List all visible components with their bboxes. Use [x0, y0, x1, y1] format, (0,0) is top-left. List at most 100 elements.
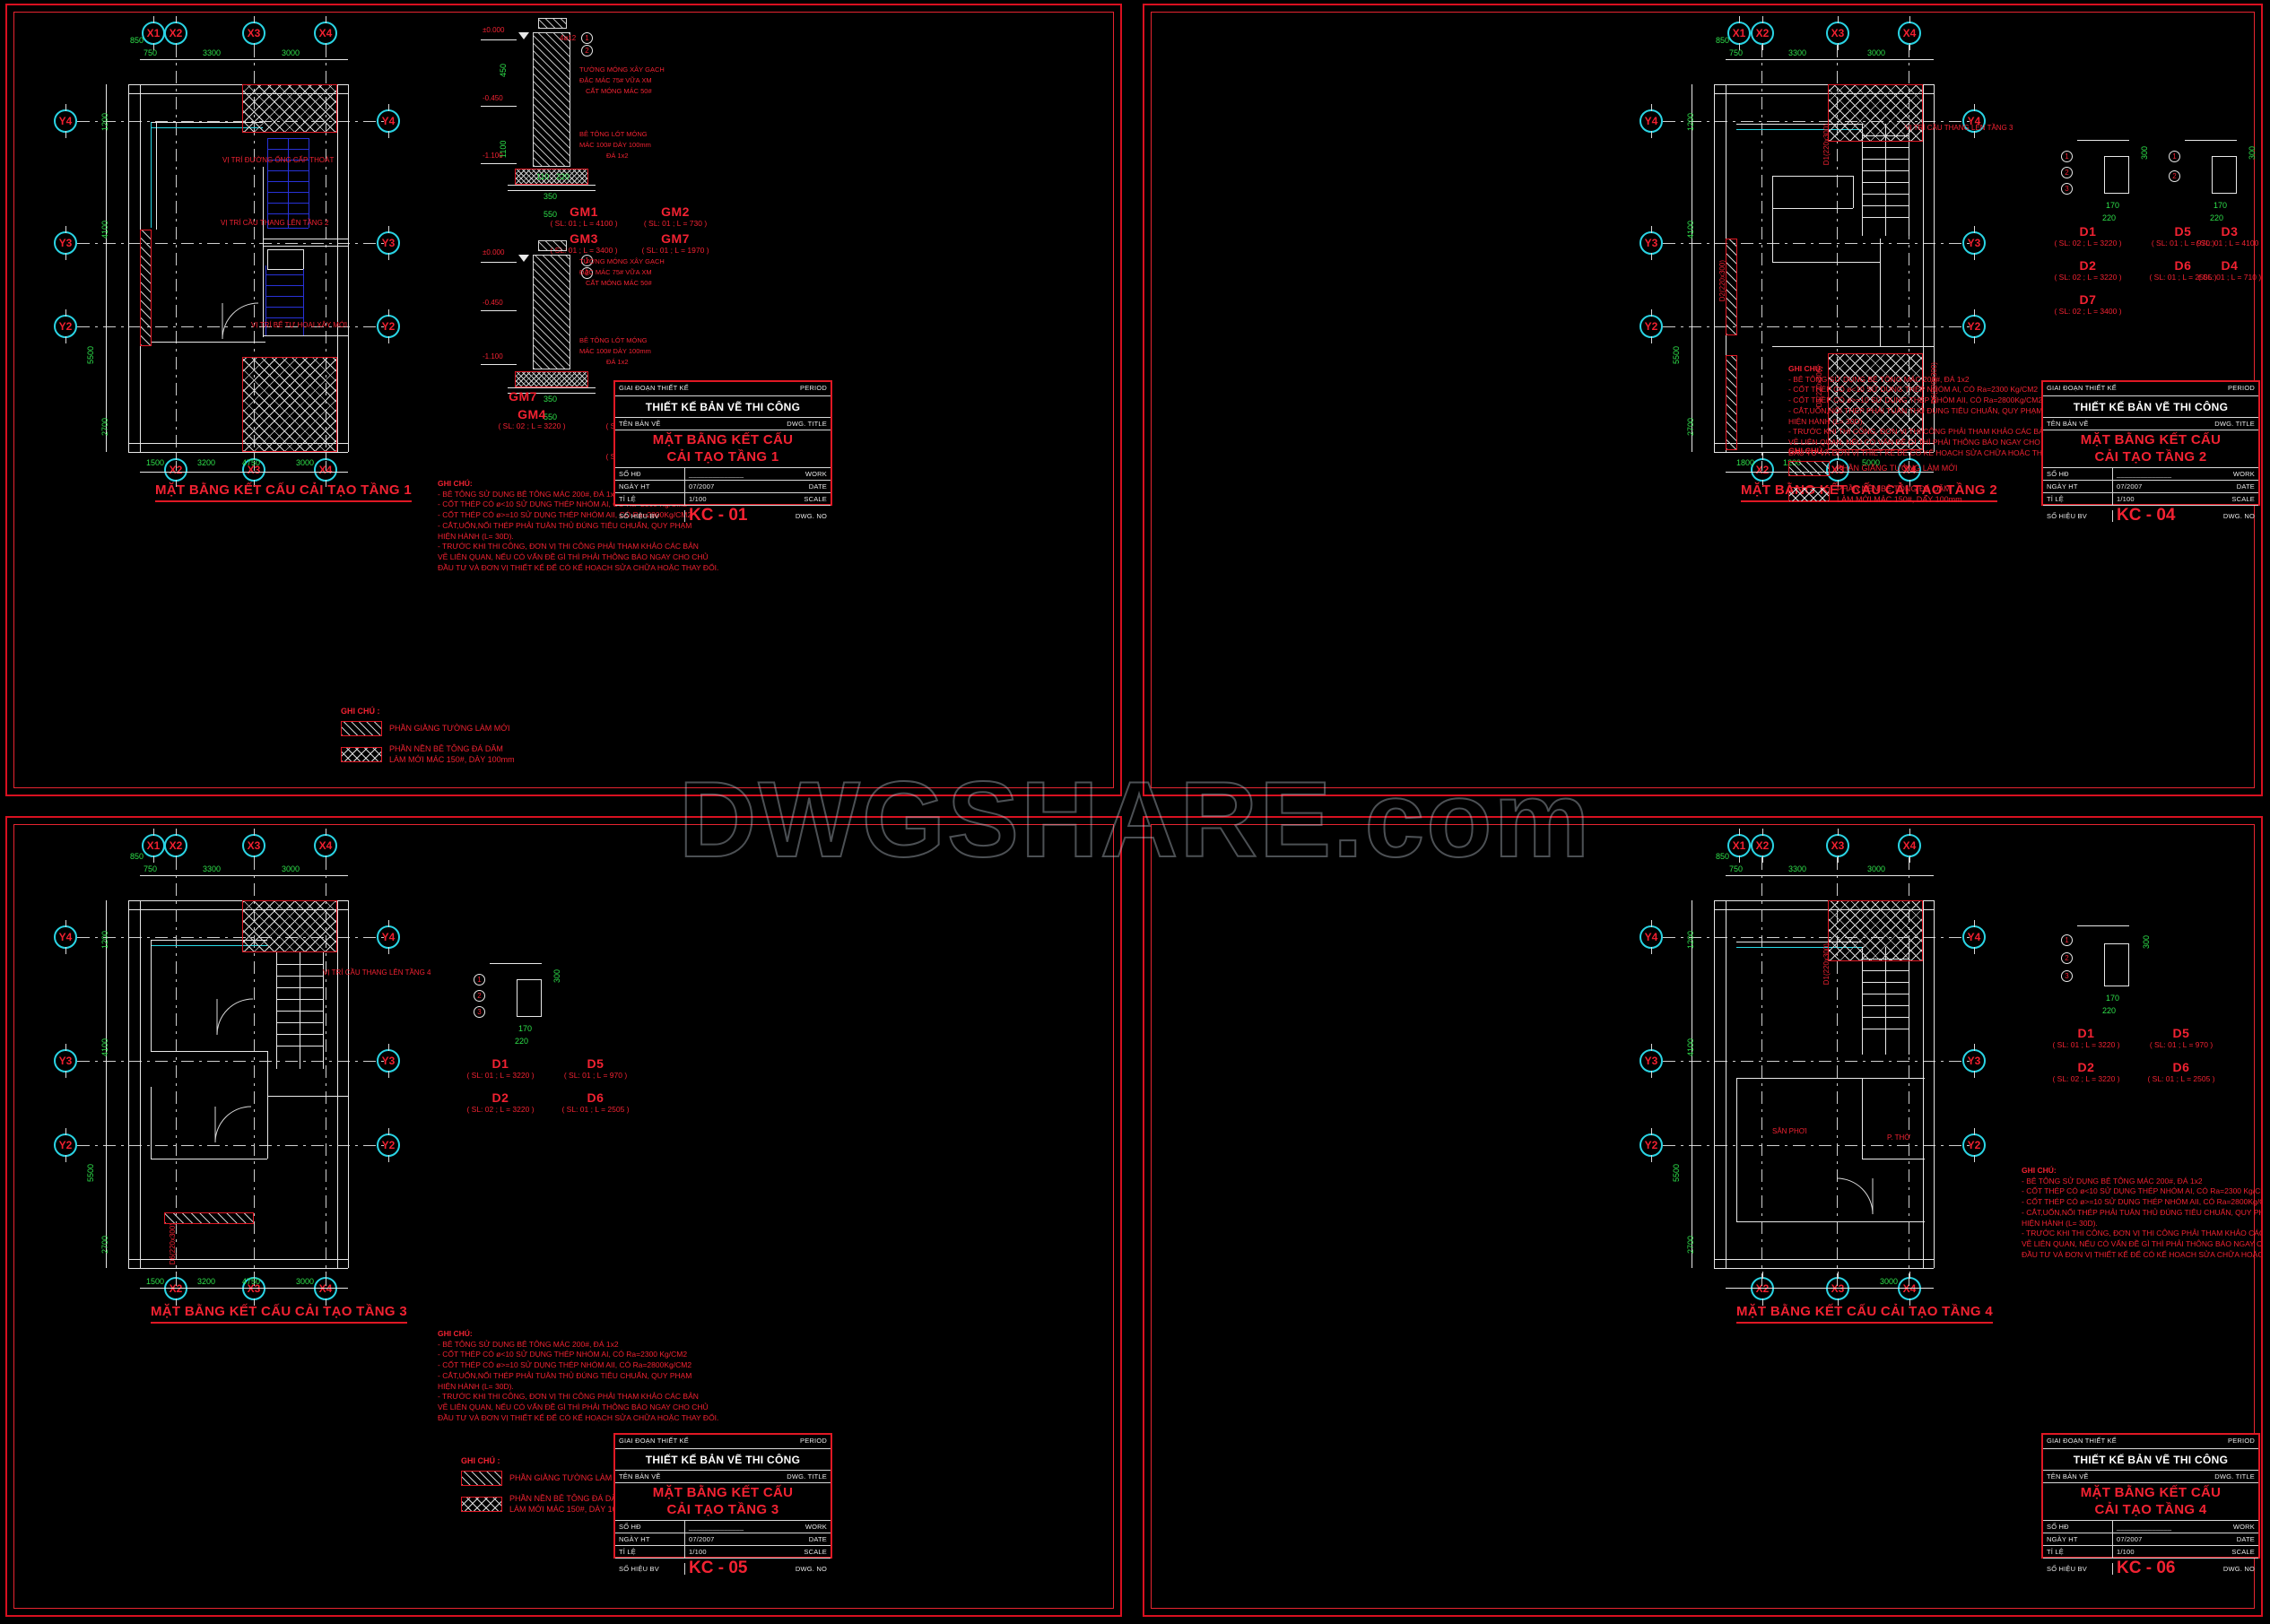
dim-line	[1726, 472, 1934, 473]
beam-name: D7	[2079, 292, 2097, 307]
dim-value: 3300	[1788, 864, 1807, 873]
dim-value: 1200	[1686, 112, 1695, 131]
partition-wall	[151, 940, 152, 1052]
dim-value: 1200	[1686, 930, 1695, 949]
stair-outline	[267, 138, 268, 228]
gridline-y4	[77, 937, 387, 938]
beam-schedule-gm3: GM3 ( SL: 01 ; L = 3400 )	[535, 231, 633, 255]
wall-outline	[128, 84, 348, 85]
beam-name: D1	[2079, 224, 2097, 239]
grid-bubble-y3: Y3	[1639, 226, 1663, 260]
grid-bubble-x3: X3	[1826, 16, 1849, 50]
room-label: VỊ TRÍ ĐƯỜNG ỐNG CẤP THOÁT	[222, 156, 335, 164]
date-label-en: DATE	[808, 482, 827, 491]
gridline-x3	[254, 45, 255, 471]
notes-line: HIỆN HÀNH (L= 30D).	[438, 531, 514, 541]
section-callout: ĐẶC MÁC 75# VỮA XM	[579, 268, 652, 276]
new-concrete-floor-zone	[242, 900, 337, 952]
beam-spec: ( SL: 01 ; L = 970 )	[2149, 1040, 2213, 1049]
diagonal-hatch-swatch-icon	[1788, 461, 1830, 476]
dim-value: 750	[144, 864, 158, 873]
wall-outline	[140, 900, 141, 1268]
notes-line: - CẮT,UỐN,NỐI THÉP PHẢI TUÂN THỦ ĐÚNG TI…	[438, 1370, 692, 1380]
notes-line: - BÊ TÔNG SỬ DỤNG BÊ TÔNG MÁC 200#, ĐÁ 1…	[438, 489, 619, 499]
beam-schedule-gm4: GM7	[474, 389, 572, 404]
contract-label: SỐ HĐ	[2047, 470, 2069, 478]
gridline-x3	[254, 857, 255, 1290]
stair-tread	[265, 307, 303, 308]
gridline-y3	[77, 1061, 387, 1062]
grid-bubble-x2-bottom: X2	[1751, 1272, 1774, 1306]
title-block-2: GIAI ĐOẠN THIẾT KẾ PERIOD THIẾT KẾ BẢN V…	[2041, 380, 2260, 525]
partition-wall	[151, 122, 152, 228]
section-callout: MÁC 100# DÀY 100mm	[579, 141, 651, 149]
dwgno-label: SỐ HIỆU BV	[619, 511, 659, 520]
wall-outline	[128, 1259, 348, 1260]
level-value: ±0.000	[483, 248, 505, 256]
section-dim: 550	[544, 210, 558, 219]
gridline-y4	[1663, 121, 1972, 122]
beam-spec: ( SL: 01 ; L = 1970 )	[641, 246, 709, 255]
dim-line	[106, 900, 107, 1268]
stair-outline	[323, 952, 324, 1069]
legend-heading: GHI CHÚ :	[1788, 447, 1828, 456]
notes-line: - BÊ TÔNG SỬ DỤNG BÊ TÔNG MÁC 200#, ĐÁ 1…	[2022, 1176, 2203, 1185]
legend-block-2: GHI CHÚ : PHẦN GIẰNG TƯỜNG LÀM MỚI PHẦN …	[1788, 447, 1962, 512]
dwg-title-line1: MẶT BẰNG KẾT CẤU	[652, 1484, 794, 1500]
section-callout: CẤT MÓNG MÁC 50#	[586, 87, 652, 95]
dwgno-label: SỐ HIỆU BV	[619, 1564, 659, 1573]
notes-block-2: GHI CHÚ: - BÊ TÔNG SỬ DỤNG BÊ TÔNG MÁC 2…	[1788, 364, 2069, 458]
partition-wall	[151, 1051, 267, 1052]
dim-value: 3300	[203, 48, 222, 57]
legend-item: PHẦN NỀN BÊ TÔNG ĐÁ DĂM LÀM MỚI MÁC 150#…	[1788, 483, 1962, 505]
legend-text: LÀM MỚI MÁC 150#, DÀY 100mm	[389, 755, 515, 765]
date-label-en: DATE	[2236, 482, 2255, 491]
section-dim: 170	[2213, 201, 2228, 210]
dim-value: 1500	[146, 458, 165, 467]
beam-schedule-d1: D1 ( SL: 01 ; L = 3220 )	[454, 1056, 547, 1080]
partition-wall	[263, 167, 264, 337]
gridline-x3	[1837, 45, 1838, 471]
new-wall-beam-strip	[140, 230, 152, 346]
rebar-tag: 4ø12	[560, 34, 577, 42]
dim-value: 3000	[282, 48, 300, 57]
dwg-title-line2: CẢI TẠO TẦNG 4	[2094, 1501, 2207, 1517]
wall-outline	[1714, 900, 1934, 901]
beam-schedule-d4: D4 ( SL: 01 ; L = 710 )	[2183, 258, 2261, 282]
new-wall-beam-strip	[1726, 239, 1737, 335]
beam-schedule-d6: D6 ( SL: 01 ; L = 2505 )	[2135, 1060, 2228, 1083]
dim-value: 850	[130, 36, 144, 45]
dwg-number: KC - 05	[689, 1559, 748, 1577]
door-swing-icon	[222, 302, 259, 340]
phase-label: GIAI ĐOẠN THIẾT KẾ	[619, 1437, 689, 1445]
phase-label-en: PERIOD	[2228, 384, 2255, 392]
partition-wall	[1736, 1221, 1925, 1222]
beam-spec: ( SL: 02 ; L = 3220 )	[2054, 273, 2122, 282]
legend-text: PHẦN NỀN BÊ TÔNG ĐÁ DĂM	[1837, 484, 1951, 493]
section-dim: 170	[518, 1024, 533, 1033]
date-value: 07/2007	[689, 482, 715, 491]
rebar-callout-bubble: 2	[2061, 952, 2073, 964]
dim-value: 750	[144, 48, 158, 57]
level-line	[481, 310, 517, 311]
grid-bubble-x2: X2	[164, 16, 187, 50]
notes-line: - CỐT THÉP CÓ ø>=10 SỬ DỤNG THÉP NHÓM AI…	[438, 1360, 692, 1370]
foundation-footing-section-2	[515, 371, 588, 387]
section-callout: MÁC 100# DÀY 100mm	[579, 347, 651, 355]
foundation-wall-section	[533, 32, 570, 167]
grid-bubble-y4-right: Y4	[377, 920, 400, 954]
beam-name: D6	[2174, 258, 2192, 273]
member-tag: D6(220x300)	[169, 1223, 177, 1265]
gridline-y4	[1663, 937, 1972, 938]
grid-bubble-x4: X4	[314, 829, 337, 863]
stair-tread	[265, 296, 303, 297]
grid-bubble-x3-bottom: X3	[1826, 453, 1849, 487]
grid-bubble-y2: Y2	[1639, 1128, 1663, 1162]
section-dim: 300	[2248, 145, 2257, 160]
notes-line: - CỐT THÉP CÓ ø<10 SỬ DỤNG THÉP NHÓM AI,…	[2022, 1186, 2263, 1196]
beam-name: D3	[2221, 224, 2239, 239]
room-label: VỊ TRÍ CẦU THANG LÊN TẦNG 3	[1905, 124, 2013, 132]
section-dim: 220	[515, 1037, 529, 1046]
dwgno-label: SỐ HIỆU BV	[2047, 511, 2087, 520]
beam-name: D6	[2172, 1060, 2190, 1074]
